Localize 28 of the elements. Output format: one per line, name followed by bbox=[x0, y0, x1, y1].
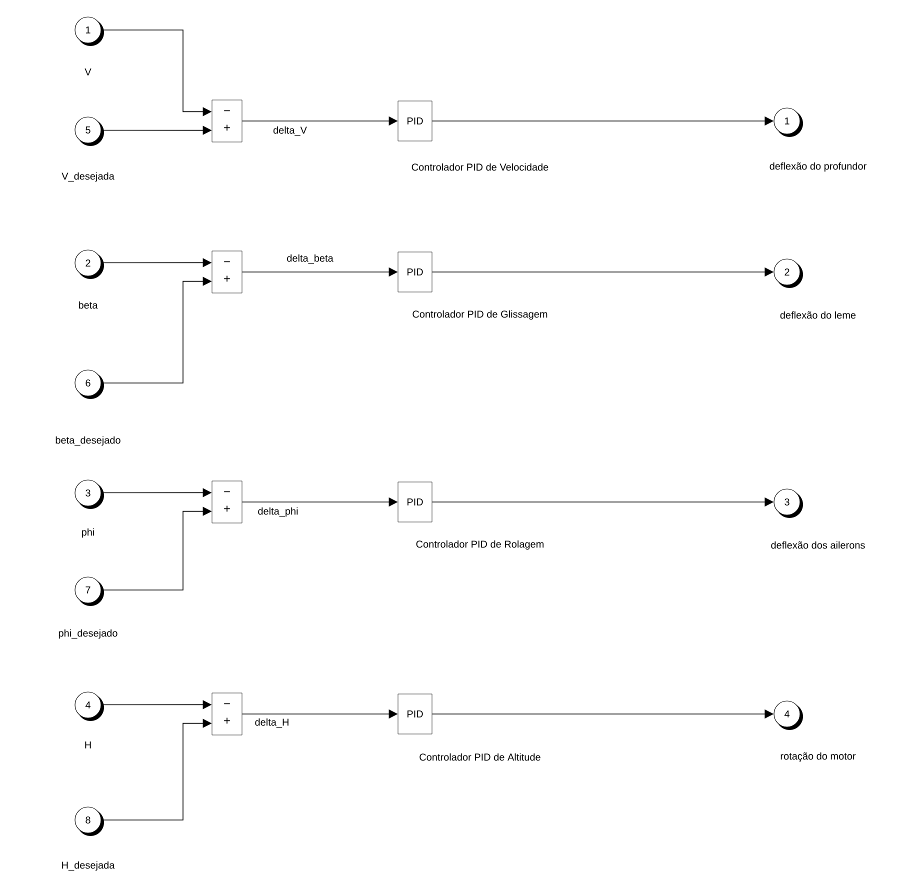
block-caption: Controlador PID de Velocidade bbox=[412, 163, 548, 171]
edge-label: delta_V bbox=[272, 125, 308, 137]
block-caption: deflexão dos ailerons bbox=[771, 541, 865, 549]
sum-block: − + bbox=[212, 480, 242, 524]
block-caption: V bbox=[84, 68, 92, 76]
block-caption: beta_desejado bbox=[56, 436, 120, 446]
edge-label: delta_H bbox=[254, 717, 290, 729]
pid-block: PID bbox=[398, 100, 432, 142]
block-caption: V_desejada bbox=[62, 172, 114, 182]
block-caption: H bbox=[85, 742, 91, 748]
block-caption: Controlador PID de Glissagem bbox=[412, 310, 548, 320]
edge-label: delta_beta bbox=[286, 253, 334, 265]
block-caption: rotação do motor bbox=[780, 752, 856, 762]
block-caption: phi_desejado bbox=[58, 629, 118, 639]
block-caption: deflexão do leme bbox=[780, 311, 856, 319]
pid-block: PID bbox=[398, 252, 432, 292]
block-caption: Controlador PID de Altitude bbox=[420, 753, 540, 761]
block-caption: deflexão do profundor bbox=[770, 162, 866, 172]
block-caption: Controlador PID de Rolagem bbox=[416, 540, 544, 550]
sum-block: − + bbox=[212, 250, 242, 294]
block-caption: H_desejada bbox=[62, 861, 115, 871]
block-caption: beta bbox=[78, 301, 98, 309]
edge-label: delta_phi bbox=[256, 506, 300, 518]
pid-block: PID bbox=[398, 482, 432, 522]
block-caption: phi bbox=[82, 528, 94, 538]
sum-block: − + bbox=[212, 692, 242, 736]
pid-block: PID bbox=[398, 694, 432, 734]
sum-block: − + bbox=[212, 100, 242, 142]
